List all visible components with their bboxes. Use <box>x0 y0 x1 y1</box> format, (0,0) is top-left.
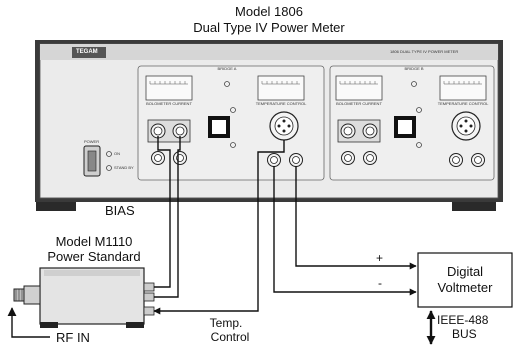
left-foot <box>36 202 76 211</box>
temperature-control-meter-b <box>439 75 487 101</box>
bolometer-current-meter-b <box>335 75 383 101</box>
bias-wire-1 <box>154 136 171 288</box>
temp-label-line2: Control <box>210 330 250 344</box>
voltmeter-minus-wire <box>273 166 417 296</box>
rf-in-arrow <box>7 307 50 338</box>
voltmeter-plus-wire <box>295 166 417 270</box>
instrument-name-label: Dual Type IV Power Meter <box>193 20 345 35</box>
temperature-control-meter-a <box>257 75 305 101</box>
bias-label: BIAS <box>105 203 135 218</box>
right-foot <box>452 202 496 211</box>
power-on-label: ON <box>114 151 120 156</box>
meter-b-left-label: BOLOMETER CURRENT <box>336 101 382 106</box>
ieee-label-line1: IEEE-488 <box>437 313 489 327</box>
standard-name-label: Power Standard <box>47 249 141 264</box>
bolometer-current-meter-a <box>145 75 193 101</box>
digital-voltmeter-box <box>417 252 513 308</box>
panel-title-label: 1806 DUAL TYPE IV POWER METER <box>390 49 459 54</box>
rf-input-connector <box>23 285 41 305</box>
power-label: POWER <box>84 139 100 144</box>
voltmeter-label-line2: Voltmeter <box>437 280 493 295</box>
meter-b-right-label: TEMPERATURE CONTROL <box>437 101 489 106</box>
bridge-b-label: BRIDGE B <box>404 66 424 71</box>
temp-label-line1: Temp. <box>209 316 243 330</box>
power-switch[interactable] <box>83 145 112 177</box>
minus-label: - <box>378 276 382 290</box>
bridge-a-indicator <box>224 81 230 87</box>
tegam-logo <box>72 47 106 58</box>
power-standard-device <box>13 267 155 328</box>
ieee-label-line2: BUS <box>452 327 477 341</box>
instrument-model-label: Model 1806 <box>235 4 303 19</box>
standard-model-label: Model M1110 <box>55 234 133 249</box>
bridge-a-label: BRIDGE A <box>217 66 237 71</box>
temp-control-wire <box>153 140 285 315</box>
plus-label: + <box>376 251 384 265</box>
meter-a-left-label: BOLOMETER CURRENT <box>146 101 192 106</box>
power-standby-label: STAND BY <box>114 165 134 170</box>
bias-wire-2 <box>154 136 181 298</box>
voltmeter-label-line1: Digital <box>446 264 484 279</box>
brand-label: TEGAM <box>76 49 98 55</box>
bridge-b-section <box>329 65 495 181</box>
bridge-a-section <box>137 65 325 181</box>
rf-in-label: RF IN <box>56 330 90 345</box>
meter-a-right-label: TEMPERATURE CONTROL <box>255 101 307 106</box>
